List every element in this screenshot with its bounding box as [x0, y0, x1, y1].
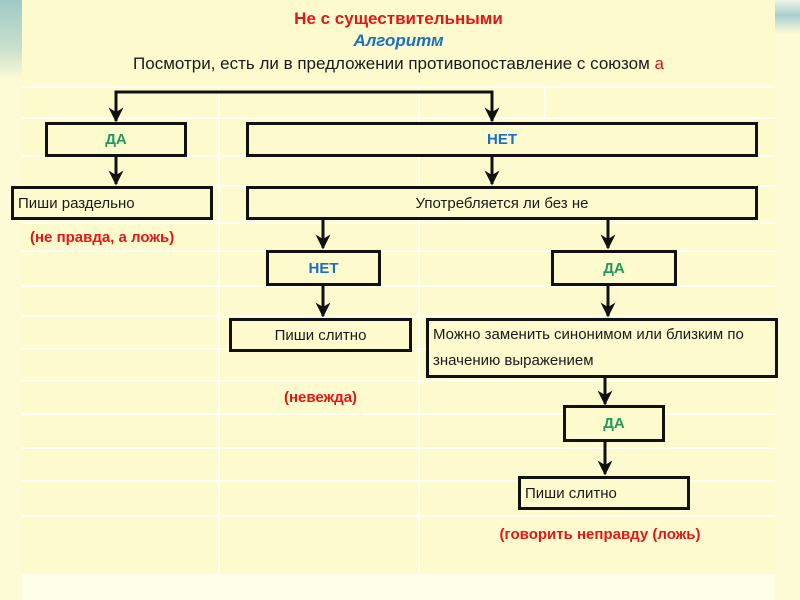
box-used-without-ne: Употребляется ли без не: [246, 186, 758, 220]
decorative-corner-left: [0, 0, 24, 80]
question-line: Посмотри, есть ли в предложении противоп…: [22, 52, 775, 76]
used-without-ne-text: Употребляется ли без не: [415, 194, 589, 212]
example-separately: (не правда, а ложь): [30, 229, 175, 246]
question-highlight: а: [654, 54, 664, 73]
box-yes-synonym: ДА: [563, 405, 665, 442]
page-title: Не с существительными: [294, 9, 503, 28]
box-yes-top: ДА: [45, 122, 187, 157]
connector-root-split: [114, 90, 494, 118]
box-write-separately: Пиши раздельно: [11, 186, 213, 220]
box-no-top: НЕТ: [246, 122, 758, 157]
no-label: НЕТ: [487, 131, 517, 148]
example-together-1: (невежда): [283, 389, 358, 406]
write-separately-text: Пиши раздельно: [18, 194, 135, 212]
box-no-branch: НЕТ: [266, 250, 381, 286]
yes-synonym-label: ДА: [603, 415, 625, 432]
yes-label: ДА: [105, 131, 127, 148]
decorative-corner-right: [774, 0, 800, 34]
question-text: Посмотри, есть ли в предложении противоп…: [133, 54, 655, 73]
grid-line: [22, 380, 775, 382]
synonym-question-text: Можно заменить синонимом или близким по …: [433, 326, 744, 369]
grid-line: [22, 285, 775, 287]
grid-column-line: [418, 88, 420, 574]
grid-column-line: [218, 88, 220, 574]
grid-line: [22, 447, 775, 449]
grid-line: [22, 250, 775, 252]
write-together-1-text: Пиши слитно: [274, 326, 367, 344]
write-together-2-text: Пиши слитно: [525, 484, 617, 502]
grid-line: [22, 413, 775, 415]
grid-line: [22, 515, 775, 517]
grid-line: [22, 86, 775, 88]
box-yes-branch: ДА: [551, 250, 677, 286]
grid-line: [22, 117, 775, 119]
grid-line: [22, 222, 775, 224]
grid-line: [22, 315, 775, 317]
box-synonym-question: Можно заменить синонимом или близким по …: [426, 318, 778, 378]
box-write-together-1: Пиши слитно: [229, 318, 412, 352]
example-together-2: (говорить неправду (ложь): [499, 526, 701, 543]
grid-column-line: [544, 88, 546, 118]
box-write-together-2: Пиши слитно: [518, 476, 690, 510]
grid-line: [22, 480, 775, 482]
no-branch-label: НЕТ: [308, 259, 339, 277]
header: Не с существительными Алгоритм Посмотри,…: [22, 4, 775, 76]
yes-branch-label: ДА: [603, 259, 625, 277]
page-subtitle: Алгоритм: [353, 31, 444, 50]
